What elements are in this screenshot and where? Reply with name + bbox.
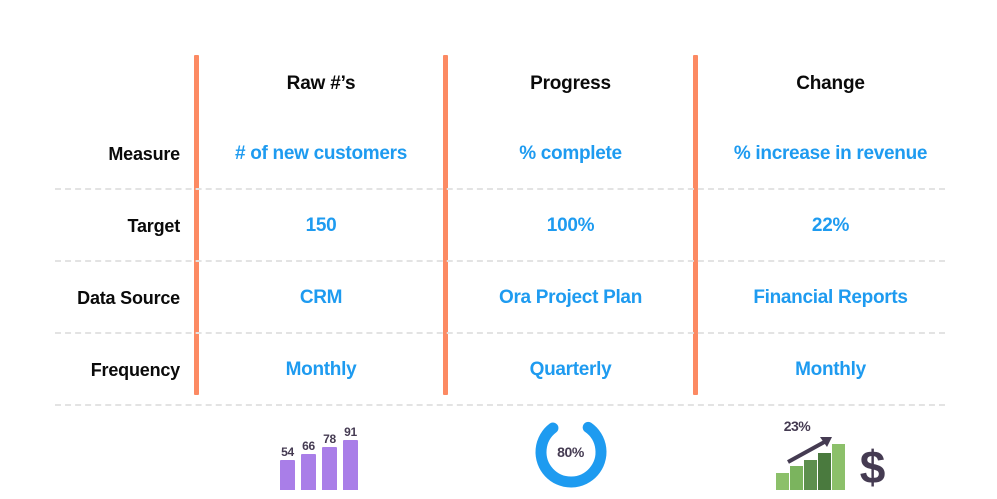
- bar-column: 54: [280, 446, 295, 490]
- column-header-change: Change: [698, 60, 963, 108]
- bar-value-label: 78: [323, 432, 336, 446]
- donut-svg: [535, 421, 606, 488]
- row-label-text: Frequency: [90, 359, 180, 380]
- trend-arrow-icon: [786, 437, 832, 464]
- bar-chart-green: 23%: [775, 418, 848, 490]
- cell-value: % increase in revenue: [733, 143, 928, 164]
- green-bar: [817, 453, 831, 490]
- table-cell-target-raw: 150: [199, 200, 443, 252]
- row-divider-2: [55, 260, 945, 262]
- cell-value: 150: [305, 215, 337, 236]
- donut-center-label: 80%: [557, 444, 584, 460]
- row-label-text: Data Source: [77, 287, 180, 308]
- bar-rect: [343, 440, 358, 490]
- table-cell-datasource-change: Financial Reports: [698, 272, 963, 324]
- table-cell-frequency-raw: Monthly: [199, 344, 443, 396]
- column-divider-2: [443, 55, 448, 395]
- growth-percent-label: 23%: [783, 418, 811, 434]
- bar-column: 91: [343, 426, 358, 490]
- table-cell-frequency-progress: Quarterly: [448, 344, 693, 396]
- table-cell-datasource-progress: Ora Project Plan: [448, 272, 693, 324]
- bar-value-label: 54: [281, 445, 294, 459]
- bar-value-label: 91: [344, 425, 357, 439]
- bar-chart-purple: 54 66 78 91: [280, 414, 362, 490]
- table-cell-measure-change: % increase in revenue: [698, 128, 963, 180]
- progress-donut-icon: 80%: [448, 404, 693, 499]
- column-header-label: Change: [796, 73, 865, 94]
- green-bar: [789, 466, 803, 490]
- row-label-frequency: Frequency: [0, 344, 182, 396]
- row-label-text: Target: [127, 215, 181, 236]
- dollar-sign-icon: $: [859, 441, 886, 494]
- cell-value: Quarterly: [529, 359, 612, 380]
- cell-value: Financial Reports: [753, 287, 908, 308]
- cell-value: CRM: [299, 287, 343, 308]
- table-cell-datasource-raw: CRM: [199, 272, 443, 324]
- column-header-label: Raw #’s: [286, 73, 356, 94]
- bar-column: 66: [301, 440, 316, 490]
- bar-rect: [322, 447, 337, 490]
- column-header-label: Progress: [530, 73, 611, 94]
- table-cell-measure-progress: % complete: [448, 128, 693, 180]
- table-cell-measure-raw: # of new customers: [199, 128, 443, 180]
- green-bar: [775, 473, 789, 490]
- green-bar: [831, 444, 845, 490]
- bar-rect: [280, 460, 295, 490]
- row-divider-4: [55, 404, 945, 406]
- column-divider-1: [194, 55, 199, 395]
- table-cell-target-progress: 100%: [448, 200, 693, 252]
- cell-value: Ora Project Plan: [498, 287, 643, 308]
- donut-chart-blue: 80%: [533, 414, 609, 490]
- row-divider-3: [55, 332, 945, 334]
- column-header-progress: Progress: [448, 60, 693, 108]
- bar-rect: [301, 454, 316, 490]
- bar-column: 78: [322, 433, 337, 490]
- green-bar: [803, 460, 817, 490]
- row-label-target: Target: [0, 200, 182, 252]
- bar-value-label: 66: [302, 439, 315, 453]
- row-label-text: Measure: [108, 143, 180, 164]
- table-cell-target-change: 22%: [698, 200, 963, 252]
- cell-value: 22%: [811, 215, 850, 236]
- cell-value: Monthly: [795, 359, 866, 380]
- row-label-data-source: Data Source: [0, 272, 182, 324]
- row-divider-1: [55, 188, 945, 190]
- cell-value: # of new customers: [235, 143, 407, 164]
- raw-numbers-chart-icon: 54 66 78 91: [199, 404, 443, 499]
- row-label-measure: Measure: [0, 128, 182, 180]
- column-header-raw-numbers: Raw #’s: [199, 60, 443, 108]
- cell-value: 100%: [546, 215, 595, 236]
- table-cell-frequency-change: Monthly: [698, 344, 963, 396]
- change-chart-icon: 23% $: [698, 404, 963, 499]
- green-bars: [775, 444, 845, 490]
- cell-value: % complete: [519, 143, 622, 164]
- change-icon-group: 23% $: [775, 418, 886, 494]
- column-divider-3: [693, 55, 698, 395]
- cell-value: Monthly: [285, 359, 357, 380]
